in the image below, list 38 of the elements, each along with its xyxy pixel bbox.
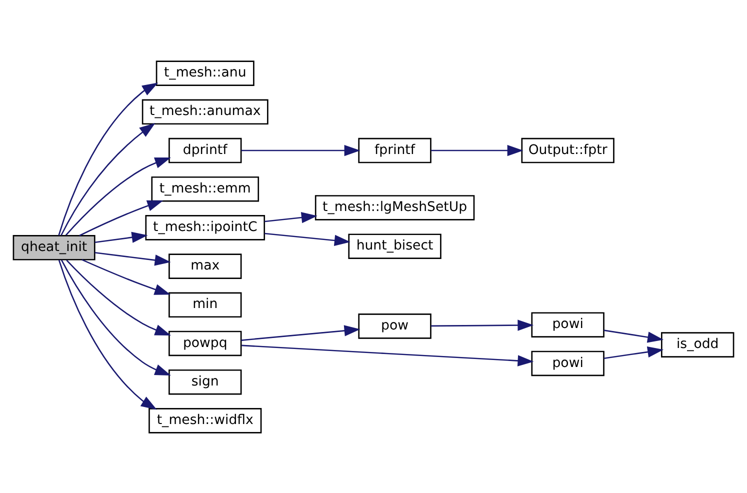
arrow [58,82,158,236]
node-box: dprintf [168,137,242,163]
node-box: Output::fptr [521,137,614,163]
arrow [241,324,360,340]
node-box: qheat_init [12,234,96,260]
node-box: max [168,253,242,278]
arrow [66,259,171,336]
arrow [241,144,360,156]
node-box: t_mesh::anu [156,60,254,86]
arrow [65,157,171,236]
arrow [431,144,524,156]
node-box: powpq [168,330,242,356]
node-box: pow [358,313,432,338]
node-box: sign [168,368,242,394]
arrow [79,200,164,236]
node-box: t_mesh::anumax [142,98,268,124]
arrow [82,258,171,294]
arrow [94,251,171,266]
node-box: fprintf [358,137,432,163]
node-box: t_mesh::ipointC [145,214,266,240]
node-box: t_mesh::emm [151,176,260,202]
arrow [94,231,148,243]
node-box: hunt_bisect [348,233,442,258]
node-box: t_mesh::lgMeshSetUp [314,194,475,220]
arrow [242,344,534,366]
arrow [604,346,664,359]
arrow [58,259,157,410]
node-box: t_mesh::widflx [148,408,262,433]
arrow [431,319,534,330]
arrow [604,329,664,342]
arrow [60,122,156,236]
node-box: powi [531,350,604,376]
node-box: min [168,292,242,318]
node-box: is_odd [661,332,734,357]
arrow [264,232,350,246]
arrow [60,259,171,375]
arrow [264,211,318,223]
node-box: powi [531,312,604,338]
